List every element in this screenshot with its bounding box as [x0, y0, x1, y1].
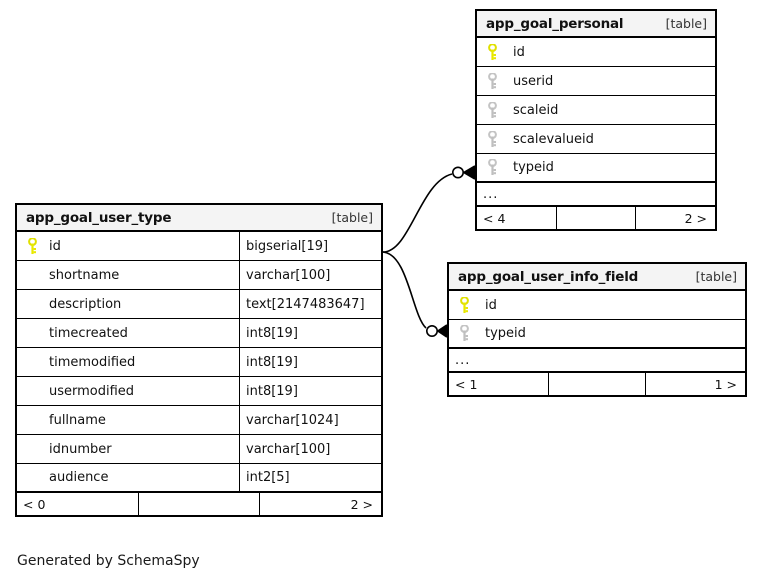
- column-type: int2[5]: [246, 470, 290, 485]
- column-name: typeid: [485, 326, 526, 341]
- column-name-cell: timecreated: [17, 319, 240, 347]
- footer-middle: [556, 207, 636, 229]
- column-type: int8[19]: [246, 325, 298, 341]
- column-name: scaleid: [513, 102, 559, 118]
- column-type: varchar[100]: [246, 441, 331, 457]
- column-name: typeid: [513, 160, 554, 175]
- column-name-cell: shortname: [17, 261, 240, 289]
- foreign-key-icon: [483, 130, 501, 148]
- column-name: id: [49, 238, 61, 254]
- relationship-app_goal_user_type-to-app_goal_personal: [382, 165, 476, 253]
- footer-parent-count[interactable]: < 4: [483, 210, 506, 226]
- table-type-tag: [table]: [665, 16, 707, 31]
- table-row-id[interactable]: id bigserial[19]: [17, 232, 381, 261]
- table-row-timecreated[interactable]: timecreated int8[19]: [17, 319, 381, 348]
- crowsfoot-arrow: [462, 165, 476, 180]
- footer-parent-count[interactable]: < 1: [455, 376, 478, 392]
- footer-parent-count[interactable]: < 0: [23, 496, 46, 512]
- column-name: timemodified: [49, 354, 136, 370]
- column-type: bigserial[19]: [246, 238, 329, 254]
- cardinality-zero-marker: [451, 166, 464, 179]
- table-row-typeid[interactable]: typeid: [449, 320, 745, 349]
- table-app_goal_personal[interactable]: app_goal_personal [table] id: [475, 9, 717, 231]
- column-name-cell: scaleid: [477, 96, 715, 124]
- footer-middle: [547, 373, 647, 395]
- table-row-shortname[interactable]: shortname varchar[100]: [17, 261, 381, 290]
- column-name: usermodified: [49, 383, 135, 399]
- column-type: varchar[100]: [246, 267, 331, 283]
- column-name: idnumber: [49, 441, 112, 457]
- column-name: shortname: [49, 267, 120, 283]
- table-header: app_goal_personal [table]: [477, 11, 715, 38]
- column-name: description: [49, 296, 122, 312]
- primary-key-icon: [455, 296, 473, 314]
- table-row-scaleid[interactable]: scaleid: [477, 96, 715, 125]
- foreign-key-icon: [455, 325, 473, 342]
- table-footer: < 1 1 >: [449, 373, 745, 395]
- more-columns-indicator[interactable]: ...: [449, 349, 745, 373]
- column-name-cell: usermodified: [17, 377, 240, 405]
- table-row-fullname[interactable]: fullname varchar[1024]: [17, 406, 381, 435]
- table-app_goal_user_type[interactable]: app_goal_user_type [table] id bigserial[…: [15, 203, 383, 517]
- footer-child-count[interactable]: 2 >: [684, 210, 707, 226]
- table-row-idnumber[interactable]: idnumber varchar[100]: [17, 435, 381, 464]
- crowsfoot-arrow: [436, 324, 448, 338]
- column-name-cell: description: [17, 290, 240, 318]
- footer-child-count[interactable]: 2 >: [350, 496, 373, 512]
- column-name-cell: typeid: [477, 154, 715, 181]
- primary-key-icon: [483, 43, 501, 61]
- more-columns-indicator[interactable]: ...: [477, 183, 715, 207]
- column-type: text[2147483647]: [246, 296, 365, 312]
- column-type: int8[19]: [246, 354, 298, 370]
- foreign-key-icon: [483, 101, 501, 119]
- table-row-id[interactable]: id: [477, 38, 715, 67]
- column-name: scalevalueid: [513, 131, 594, 147]
- column-name: fullname: [49, 412, 106, 428]
- cardinality-zero-marker: [425, 324, 438, 337]
- table-row-scalevalueid[interactable]: scalevalueid: [477, 125, 715, 154]
- relationship-app_goal_user_type-to-app_goal_user_info_field: [382, 251, 448, 338]
- column-name-cell: scalevalueid: [477, 125, 715, 153]
- generated-by-caption: Generated by SchemaSpy: [17, 553, 200, 569]
- foreign-key-icon: [483, 72, 501, 90]
- table-row-timemodified[interactable]: timemodified int8[19]: [17, 348, 381, 377]
- footer-middle: [138, 493, 260, 515]
- table-type-tag: [table]: [331, 210, 373, 225]
- column-name-cell: userid: [477, 67, 715, 95]
- table-row-audience[interactable]: audience int2[5]: [17, 464, 381, 493]
- column-name-cell: idnumber: [17, 435, 240, 463]
- column-type: int8[19]: [246, 383, 298, 399]
- primary-key-icon: [23, 237, 41, 255]
- table-footer: < 4 2 >: [477, 207, 715, 229]
- column-name-cell: fullname: [17, 406, 240, 434]
- table-row-userid[interactable]: userid: [477, 67, 715, 96]
- column-name-cell: id: [17, 232, 240, 260]
- table-name: app_goal_user_info_field: [458, 268, 639, 285]
- table-row-typeid[interactable]: typeid: [477, 154, 715, 183]
- column-name-cell: timemodified: [17, 348, 240, 376]
- foreign-key-icon: [483, 159, 501, 176]
- column-name: audience: [49, 470, 109, 485]
- column-name: timecreated: [49, 325, 128, 341]
- table-app_goal_user_info_field[interactable]: app_goal_user_info_field [table] id: [447, 262, 747, 397]
- table-row-description[interactable]: description text[2147483647]: [17, 290, 381, 319]
- footer-child-count[interactable]: 1 >: [714, 376, 738, 392]
- column-type: varchar[1024]: [246, 412, 339, 428]
- table-row-id[interactable]: id: [449, 291, 745, 320]
- column-name-cell: typeid: [449, 320, 745, 347]
- column-name: userid: [513, 73, 554, 89]
- column-name: id: [513, 44, 525, 60]
- column-name-cell: audience: [17, 464, 240, 491]
- column-name-cell: id: [477, 38, 715, 66]
- table-header: app_goal_user_type [table]: [17, 205, 381, 232]
- table-type-tag: [table]: [695, 269, 737, 284]
- table-footer: < 0 2 >: [17, 493, 381, 515]
- table-name: app_goal_user_type: [26, 209, 172, 226]
- table-row-usermodified[interactable]: usermodified int8[19]: [17, 377, 381, 406]
- table-header: app_goal_user_info_field [table]: [449, 264, 745, 291]
- column-name-cell: id: [449, 291, 745, 319]
- column-name: id: [485, 297, 497, 313]
- table-name: app_goal_personal: [486, 15, 624, 32]
